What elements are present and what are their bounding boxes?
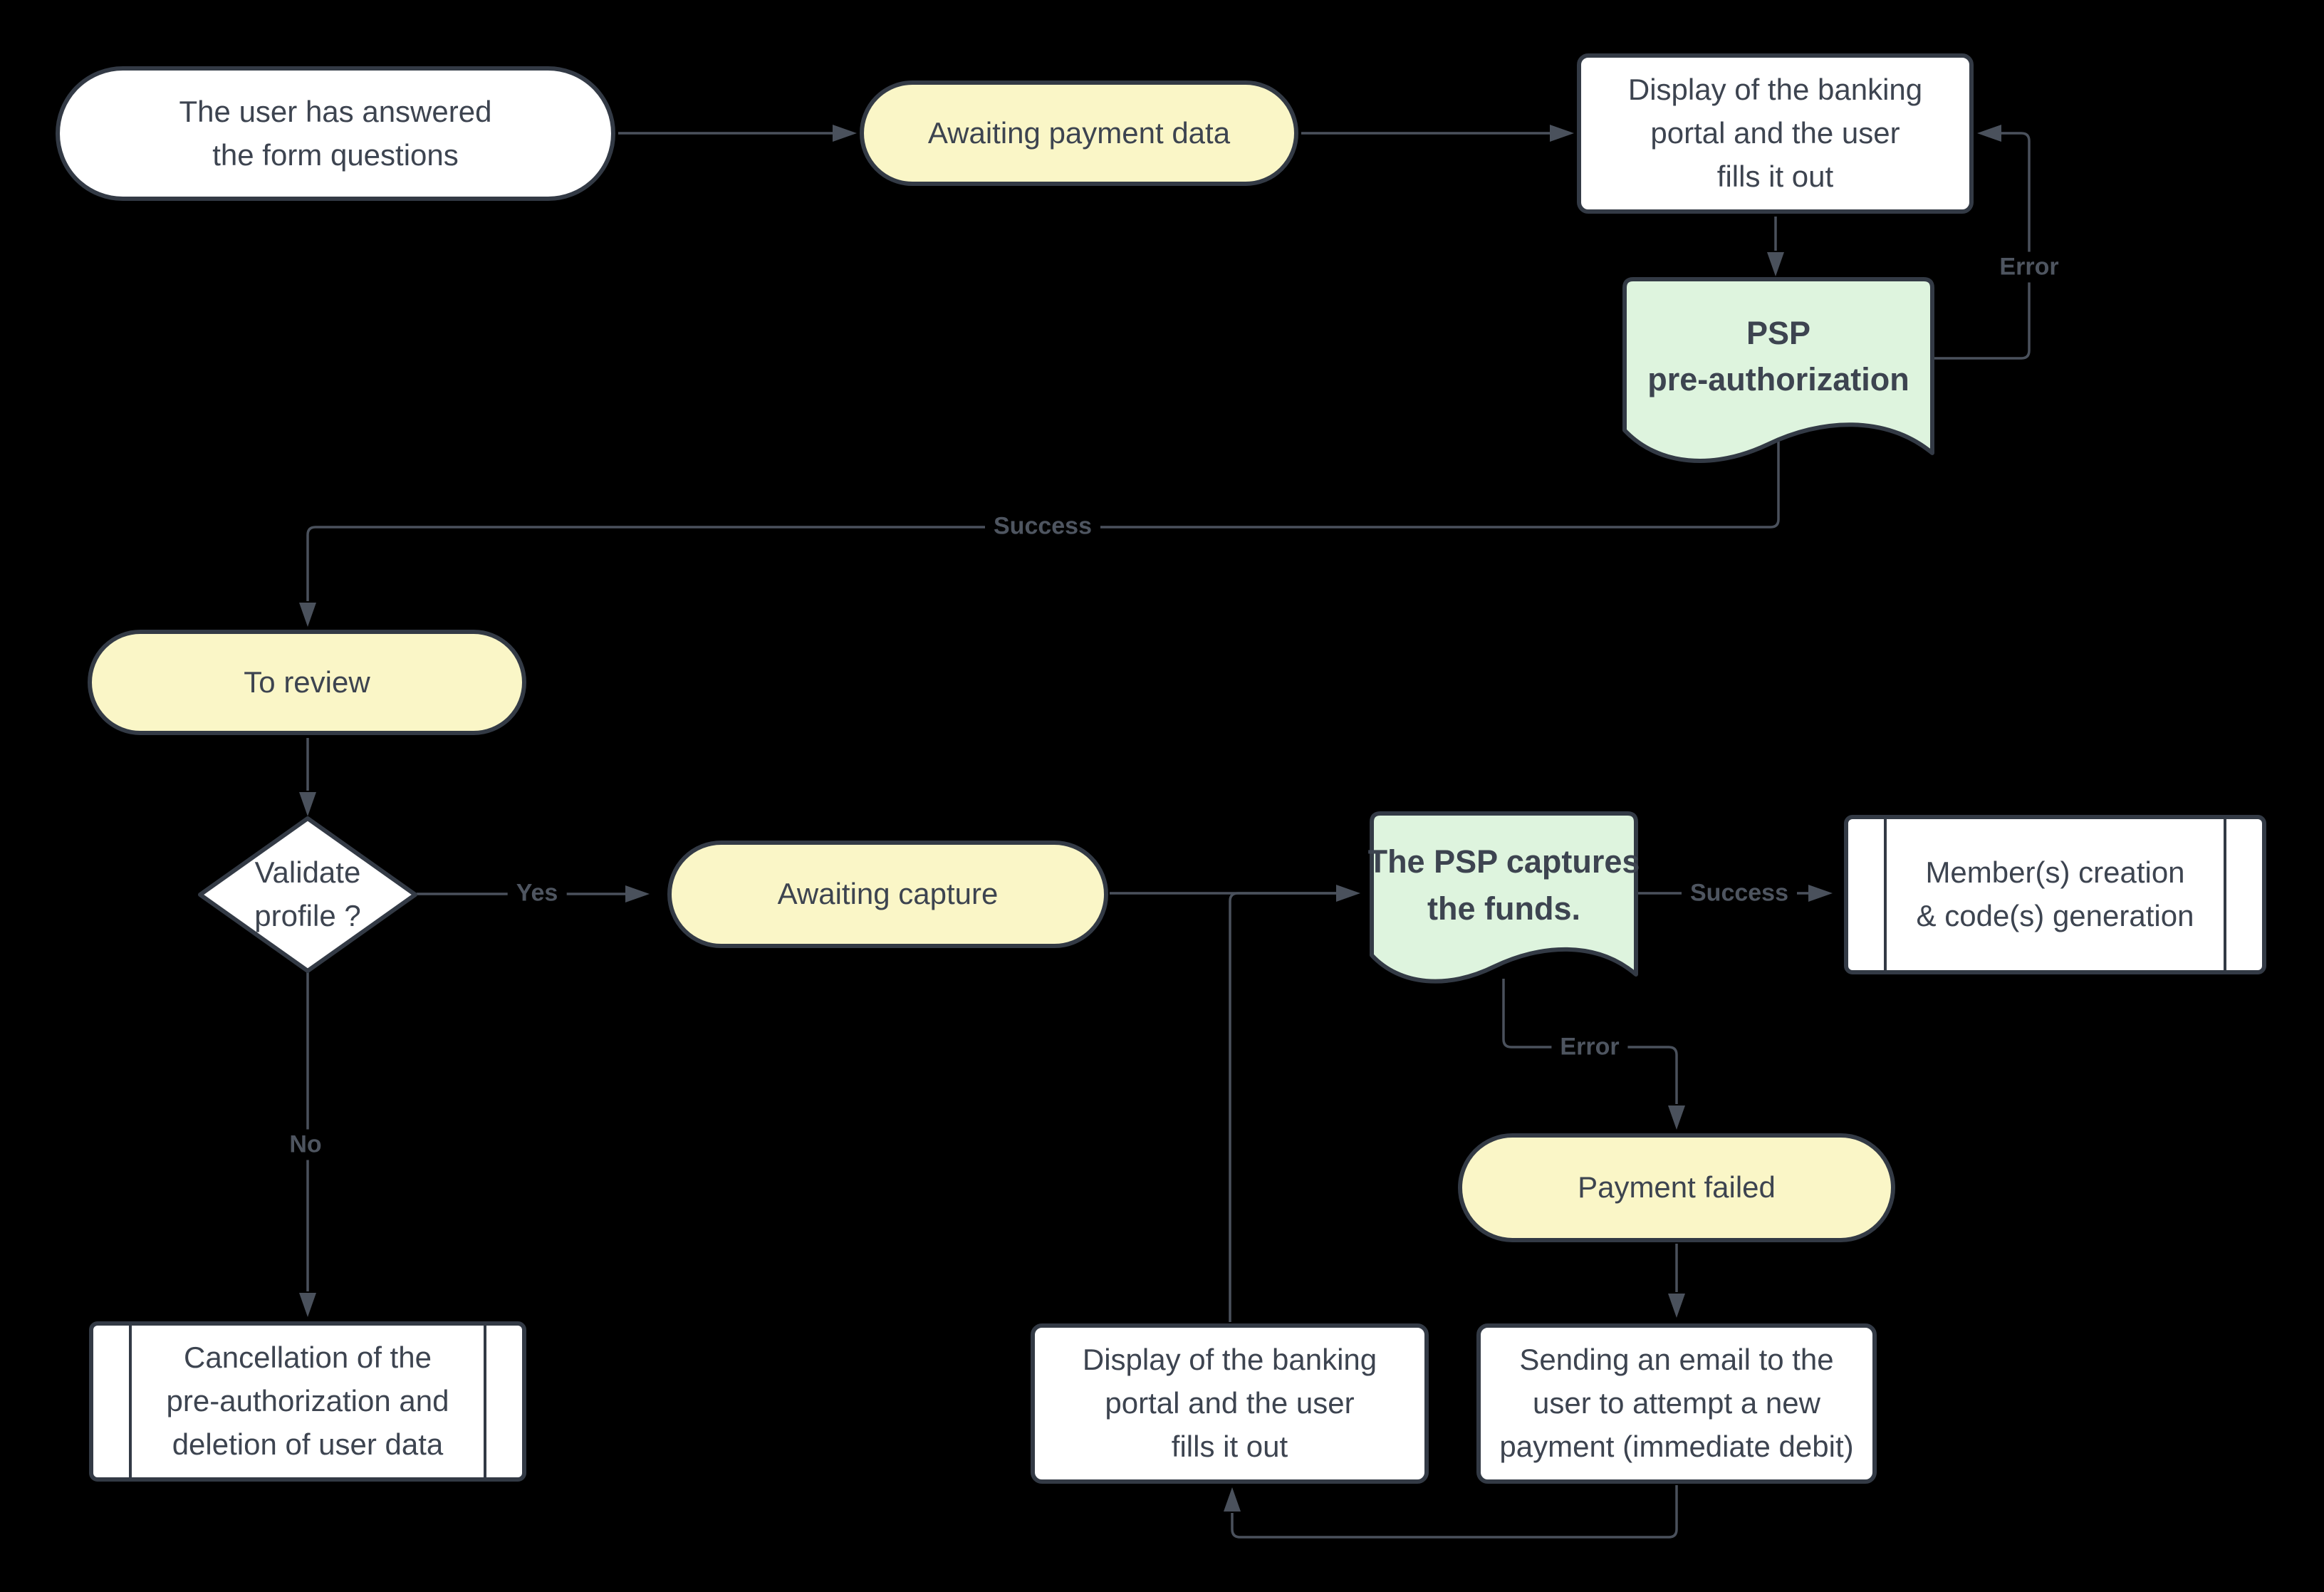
node-to-review-state: To review xyxy=(88,630,526,735)
subprocess-bar xyxy=(1884,819,1887,970)
edge-label-capture-error: Error xyxy=(1551,1031,1628,1063)
node-label: Sending an email to the user to attempt … xyxy=(1499,1343,1854,1463)
node-label: Member(s) creation & code(s) generation xyxy=(1916,855,2194,932)
arrowhead xyxy=(1336,885,1360,902)
arrowhead xyxy=(299,1293,316,1317)
edge-label-preauth-success: Success xyxy=(985,511,1100,542)
subprocess-bar xyxy=(484,1326,486,1477)
connector-preauth-error xyxy=(1934,132,2031,360)
document-shape-psp-preauthorization xyxy=(1622,277,1934,463)
node-cancellation-subprocess: Cancellation of the pre-authorization an… xyxy=(89,1321,526,1482)
arrowhead xyxy=(1668,1294,1685,1318)
arrowhead xyxy=(625,885,650,902)
node-label: Payment failed xyxy=(1578,1170,1776,1205)
node-start-terminator: The user has answered the form questions xyxy=(56,66,615,201)
node-psp-captures-funds-document: The PSP captures the funds. xyxy=(1358,819,1650,951)
arrowhead xyxy=(1977,125,2001,142)
node-label: Display of the banking portal and the us… xyxy=(1082,1343,1377,1463)
node-display-portal-top-process: Display of the banking portal and the us… xyxy=(1577,53,1974,214)
node-label: To review xyxy=(244,665,370,699)
subprocess-bar xyxy=(129,1326,132,1477)
node-members-creation-subprocess: Member(s) creation & code(s) generation xyxy=(1844,815,2266,974)
arrowhead xyxy=(1224,1487,1241,1512)
node-label: Awaiting payment data xyxy=(927,115,1231,150)
node-payment-failed-state: Payment failed xyxy=(1458,1133,1895,1242)
connector-email-display xyxy=(1231,1485,1678,1539)
decision-diamond-shape xyxy=(198,816,417,973)
arrowhead xyxy=(1550,125,1574,142)
connector-retry-riser xyxy=(1229,892,1336,1322)
node-psp-preauthorization-document: PSP pre-authorization xyxy=(1617,285,1939,427)
arrowhead xyxy=(1668,1105,1685,1130)
edge-label-capture-success: Success xyxy=(1682,878,1797,909)
node-awaiting-payment-state: Awaiting payment data xyxy=(860,80,1298,186)
node-validate-profile-decision: Validate profile ? xyxy=(200,818,415,971)
arrowhead xyxy=(299,603,316,627)
node-label: PSP pre-authorization xyxy=(1647,314,1909,397)
arrowhead xyxy=(1808,885,1833,902)
node-label: Validate profile ? xyxy=(254,855,361,932)
node-sending-email-process: Sending an email to the user to attempt … xyxy=(1476,1323,1877,1484)
document-shape-psp-captures-funds xyxy=(1370,811,1638,984)
node-label: The user has answered the form questions xyxy=(179,94,492,172)
node-label: The PSP captures the funds. xyxy=(1367,843,1640,927)
node-display-portal-bottom-process: Display of the banking portal and the us… xyxy=(1031,1323,1429,1484)
node-label: Cancellation of the pre-authorization an… xyxy=(166,1341,449,1461)
arrowhead xyxy=(1767,252,1784,276)
edge-label-validate-no: No xyxy=(281,1129,330,1160)
subprocess-bar xyxy=(2224,819,2226,970)
node-label: Awaiting capture xyxy=(777,877,999,911)
edge-label-preauth-error: Error xyxy=(1991,251,2068,283)
edge-label-validate-yes: Yes xyxy=(507,878,567,909)
node-label: Display of the banking portal and the us… xyxy=(1627,73,1923,193)
arrowhead xyxy=(833,125,857,142)
arrowhead xyxy=(299,792,316,816)
node-awaiting-capture-state: Awaiting capture xyxy=(667,841,1108,948)
